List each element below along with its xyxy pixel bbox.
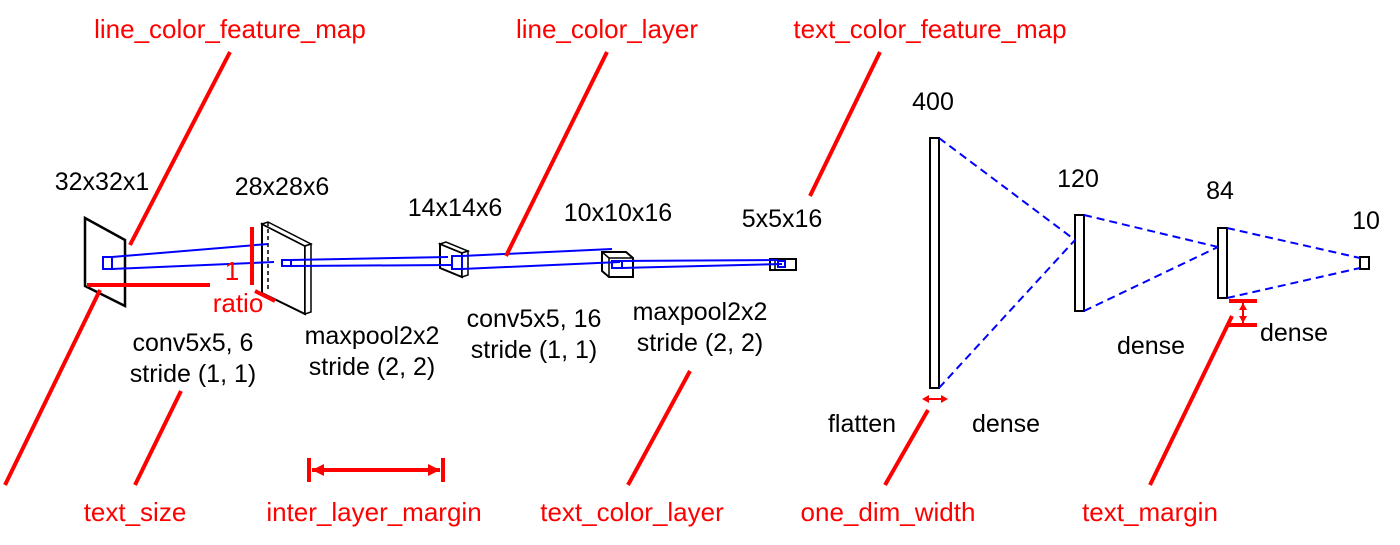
conv-connections (102, 243, 786, 270)
layer-label-3-line1: conv5x5, 16 (467, 305, 602, 333)
feature-map-label-5: 5x5x16 (742, 205, 823, 233)
receptive-field-5 (777, 260, 786, 268)
receptive-field-2 (281, 259, 292, 267)
feature-map-10x10x16 (601, 251, 634, 278)
dense-connections (938, 137, 1361, 389)
feature-map-32x32x1 (83, 215, 127, 309)
receptive-field-3 (451, 255, 463, 270)
annotation-text-color-feature-map: text_color_feature_map (793, 14, 1066, 44)
dense-layer-84 (1217, 227, 1228, 299)
dense-layer-120 (1074, 214, 1085, 312)
feature-map-label-3: 14x14x6 (408, 194, 503, 222)
text-margin-marker (1229, 299, 1257, 327)
layer-label-dense-1: dense (972, 410, 1040, 438)
dense-units-120: 120 (1057, 165, 1099, 193)
annotation-text-color-layer: text_color_layer (540, 497, 724, 527)
layer-label-4-line1: maxpool2x2 (633, 298, 768, 326)
feature-map-label-1: 32x32x1 (55, 168, 150, 196)
feature-map-14x14x6 (437, 241, 471, 279)
feature-map-label-4: 10x10x16 (564, 199, 672, 227)
feature-map-28x28x6 (260, 221, 313, 316)
layer-label-2-line1: maxpool2x2 (305, 322, 440, 350)
feature-map-label-2: 28x28x6 (235, 173, 330, 201)
layer-label-2-line2: stride (2, 2) (309, 353, 435, 381)
annotation-ratio-value: 1 (225, 256, 239, 286)
annotation-text-margin: text_margin (1082, 497, 1218, 527)
layer-label-1-line1: conv5x5, 6 (133, 329, 254, 357)
annotation-line-color-layer: line_color_layer (516, 14, 698, 44)
layer-label-dense-2: dense (1117, 332, 1185, 360)
receptive-field-4 (611, 260, 623, 269)
layer-label-dense-3: dense (1260, 319, 1328, 347)
annotation-ratio: ratio (213, 288, 264, 318)
annotation-inter-layer-margin: inter_layer_margin (266, 497, 481, 527)
layer-label-4-line2: stride (2, 2) (637, 329, 763, 357)
dense-units-10: 10 (1352, 207, 1380, 235)
one-dim-width-arrow (922, 395, 948, 403)
dense-layer-10 (1359, 256, 1370, 270)
layer-label-flatten: flatten (828, 410, 896, 438)
receptive-field-1 (102, 256, 113, 270)
annotation-line-color-feature-map: line_color_feature_map (94, 14, 366, 44)
annotation-pointers (3, 51, 1234, 486)
layer-label-1-line2: stride (1, 1) (130, 360, 256, 388)
inter-layer-margin-arrow (307, 458, 445, 482)
annotation-one-dim-width: one_dim_width (801, 497, 976, 527)
layer-label-3-line2: stride (1, 1) (471, 336, 597, 364)
dense-units-400: 400 (912, 88, 954, 116)
dense-units-84: 84 (1206, 177, 1234, 205)
dense-layer-400 (929, 137, 940, 389)
annotation-text-size: text_size (84, 497, 187, 527)
